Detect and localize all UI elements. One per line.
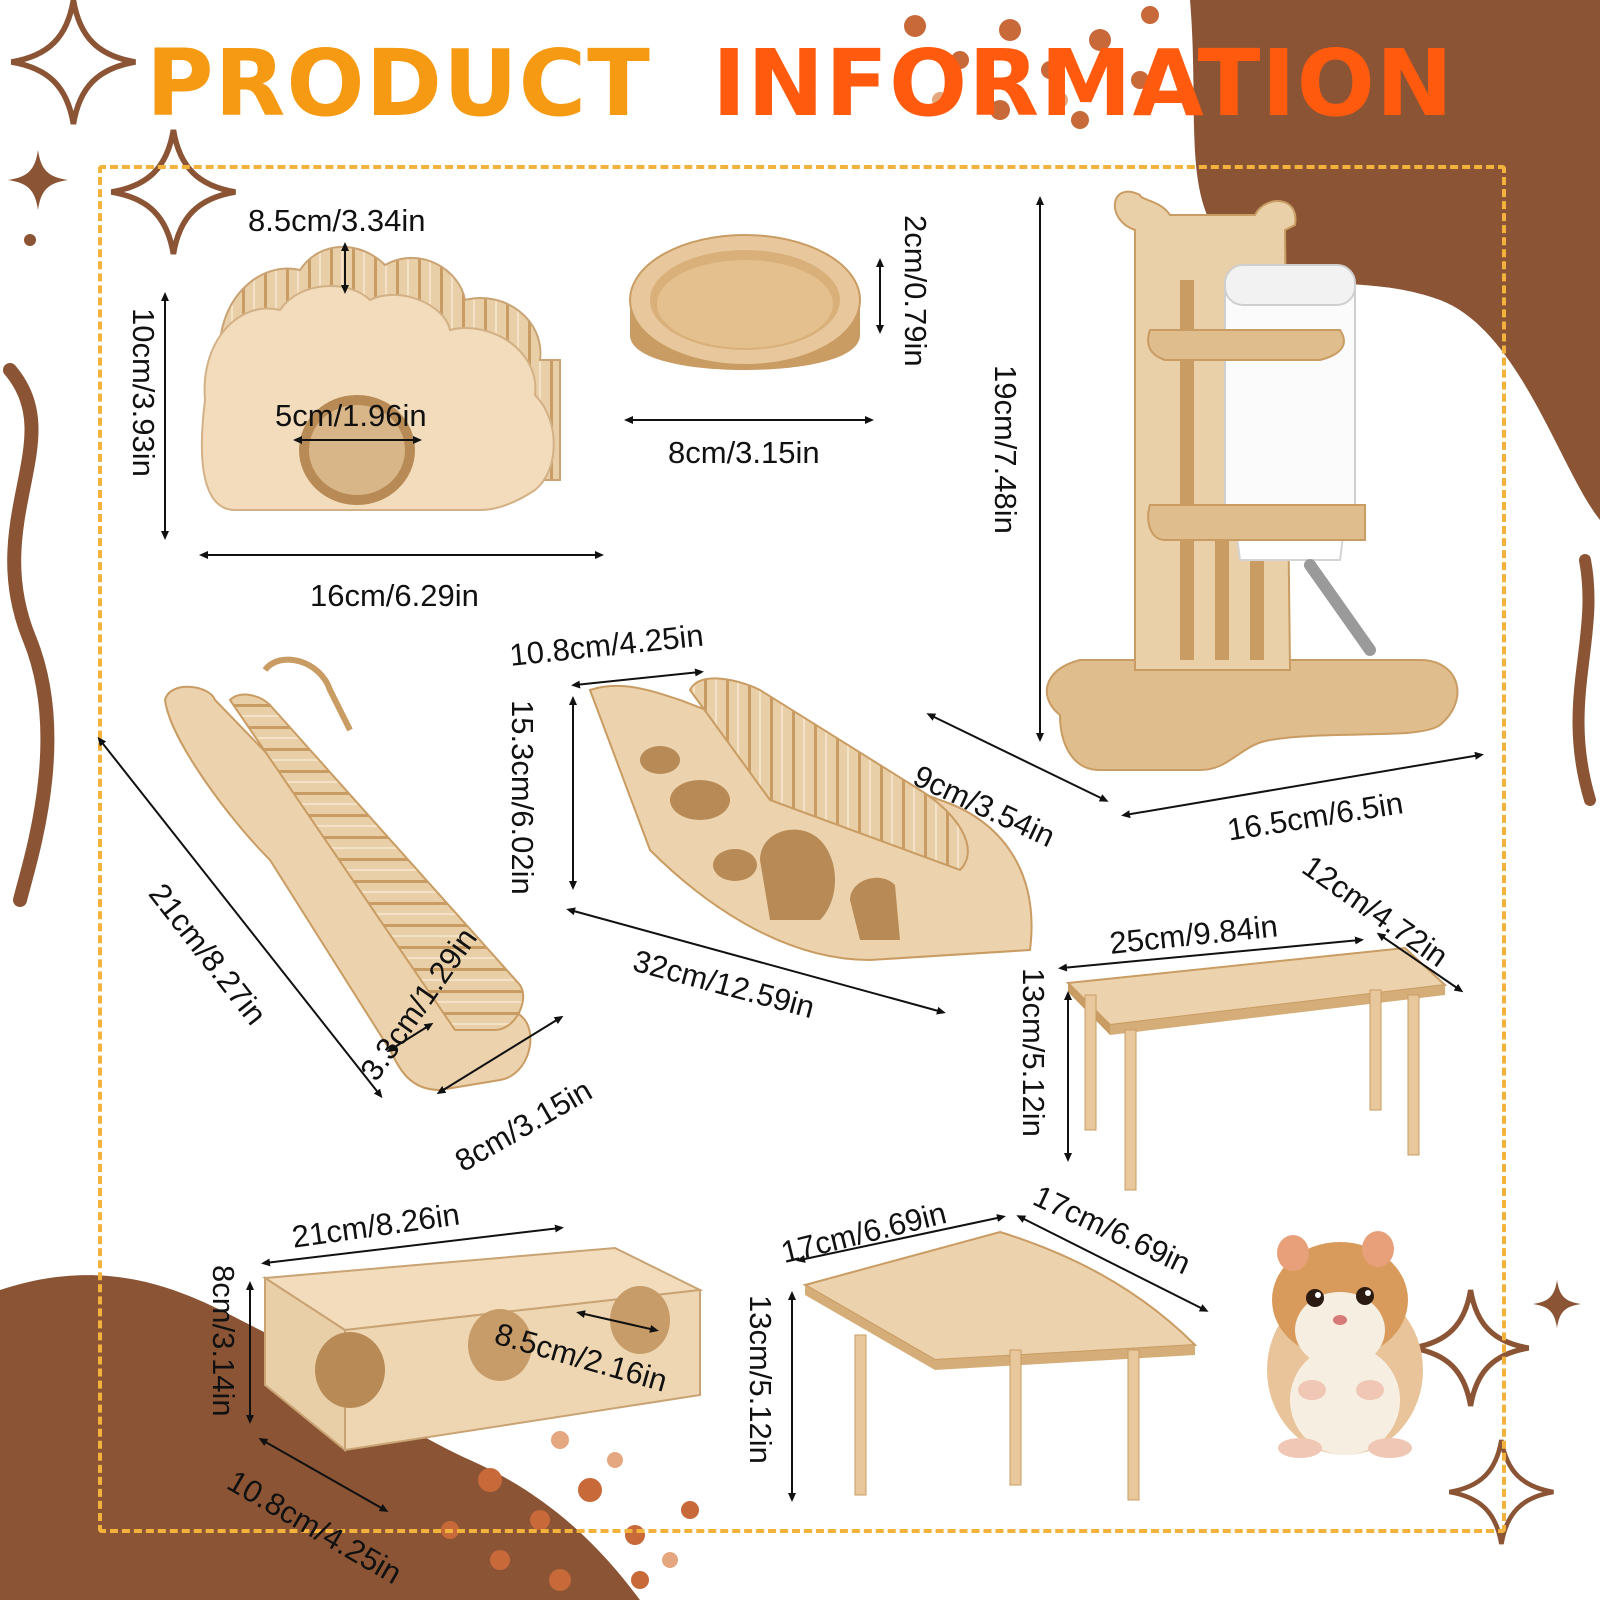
cloud-house-height-label: 10cm/3.93in <box>126 308 161 477</box>
bottle-stand-image <box>1045 190 1459 771</box>
rect-table-image <box>1065 946 1448 1191</box>
sparkle-icon <box>8 150 68 210</box>
decor-dots-top <box>904 6 1159 129</box>
rect-table-height-label: 13cm/5.12in <box>1016 968 1051 1137</box>
star-icon <box>110 129 236 255</box>
sparkle-icon <box>1533 1280 1581 1328</box>
star-icon <box>1412 1289 1530 1407</box>
cloud-house-image <box>200 245 561 511</box>
cloud-house-hole-label: 5cm/1.96in <box>275 398 427 433</box>
decor-dots-bottom <box>441 1468 699 1591</box>
star-icon <box>10 0 136 125</box>
cloud-house-width-label: 16cm/6.29in <box>310 578 479 613</box>
decor-dots-light <box>551 92 1068 1568</box>
left-squiggle <box>3 363 55 907</box>
tunnel-house-height-label: 8cm/3.14in <box>206 1265 241 1417</box>
tunnel-house-image <box>262 1246 704 1453</box>
page-title: PRODUCT INFORMATION <box>0 38 1600 130</box>
title-word-information: INFORMATION <box>711 30 1454 137</box>
ramp-image <box>163 656 532 1092</box>
climbing-house-image <box>588 677 1033 962</box>
corner-table-height-label: 13cm/5.12in <box>743 1295 778 1464</box>
climbing-house-height-label: 15.3cm/6.02in <box>505 700 540 895</box>
title-word-product: PRODUCT <box>146 30 651 137</box>
bowl-width-label: 8cm/3.15in <box>668 435 820 470</box>
star-icon <box>1449 1439 1554 1545</box>
hamster-image <box>1267 1231 1423 1458</box>
bowl-image <box>629 234 861 370</box>
corner-table-image <box>802 1230 1198 1501</box>
brown-blob-top-right <box>1190 0 1600 520</box>
bottle-stand-height-label: 19cm/7.48in <box>988 365 1023 534</box>
bowl-height-label: 2cm/0.79in <box>898 215 933 367</box>
brown-blob-bottom-left <box>0 1275 640 1600</box>
cloud-house-depth-label: 8.5cm/3.34in <box>248 203 426 238</box>
right-squiggle <box>1572 554 1596 806</box>
